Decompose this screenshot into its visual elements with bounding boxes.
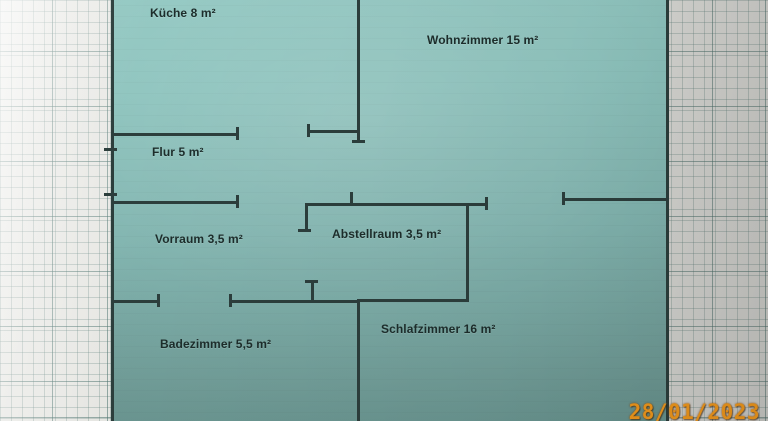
wall-central-spine-lower xyxy=(357,299,360,421)
wall-wohnzimmer-door-stub xyxy=(309,130,358,133)
room-label-badezimmer: Badezimmer 5,5 m² xyxy=(160,337,272,351)
wall-cap-flur-vorraum-left xyxy=(104,193,117,196)
wall-flur-vorraum xyxy=(113,201,239,204)
wall-abstellraum-bottom xyxy=(357,299,467,302)
wall-central-spine-upper xyxy=(357,0,360,142)
camera-date-stamp: 28/01/2023 xyxy=(628,400,760,421)
room-label-flur: Flur 5 m² xyxy=(152,145,204,159)
wall-cap-abstellraum-top-right xyxy=(485,197,488,210)
wall-cap-kueche-flur-right xyxy=(236,127,239,140)
wall-cap-kueche-flur-left xyxy=(104,148,117,151)
room-label-wohnzimmer: Wohnzimmer 15 m² xyxy=(427,33,539,47)
room-label-kueche: Küche 8 m² xyxy=(150,6,216,20)
wall-cap-abstellraum-left-stub xyxy=(298,229,311,232)
room-label-vorraum: Vorraum 3,5 m² xyxy=(155,232,243,246)
wall-abstellraum-right xyxy=(466,203,469,302)
wall-cap-vorraum-badezimmer-left xyxy=(157,294,160,307)
wall-abstellraum-top xyxy=(305,203,487,206)
wall-cap-abstellraum-door-stub xyxy=(305,280,318,283)
wall-vorraum-badezimmer-right xyxy=(230,300,358,303)
wall-exterior-left xyxy=(111,0,114,421)
room-label-schlafzimmer: Schlafzimmer 16 m² xyxy=(381,322,496,336)
wall-cap-central-spine-upper-end xyxy=(352,140,365,143)
wall-cap-abstellraum-top-door xyxy=(350,192,353,205)
plan-paper-grain xyxy=(112,0,668,421)
wall-exterior-right xyxy=(666,0,669,421)
wall-abstellraum-door-stub xyxy=(311,282,314,300)
wall-right-stub xyxy=(563,198,667,201)
wall-cap-right-stub xyxy=(562,192,565,205)
wall-cap-flur-vorraum-right xyxy=(236,195,239,208)
floor-plan-area xyxy=(112,0,668,421)
wall-kueche-flur xyxy=(113,133,239,136)
wall-abstellraum-left-stub xyxy=(305,203,308,231)
wall-vorraum-badezimmer-left xyxy=(113,300,160,303)
plan-vignette xyxy=(112,0,668,421)
wall-cap-wohnzimmer-door-stub xyxy=(307,124,310,137)
wall-cap-vorraum-badezimmer-right xyxy=(229,294,232,307)
room-label-abstellraum: Abstellraum 3,5 m² xyxy=(332,227,442,241)
